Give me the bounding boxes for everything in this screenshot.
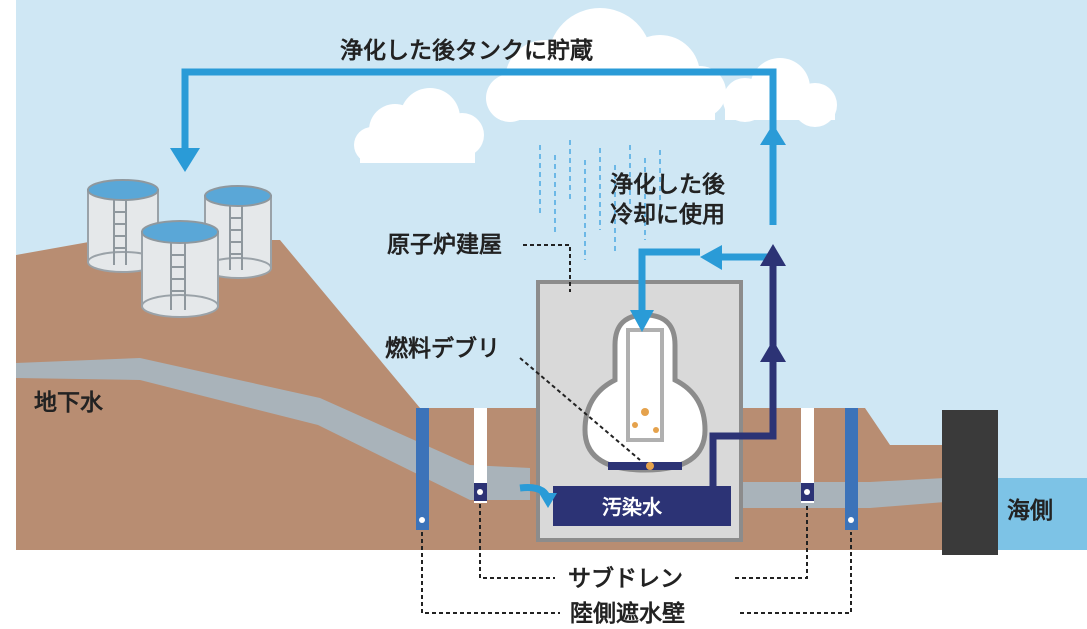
arrow-left-cooling <box>700 245 722 270</box>
arrow-up-1 <box>760 340 786 362</box>
contaminated-water-pool <box>553 486 731 526</box>
arrow-into-pool <box>539 493 557 508</box>
arrow-down-vessel <box>630 310 654 332</box>
subdrain-right <box>801 408 814 503</box>
purify-store-label: 浄化した後タンクに貯蔵 <box>340 37 593 64</box>
rain <box>539 140 661 260</box>
contaminated-arrowheads <box>760 244 786 362</box>
purify-cool-label-2: 冷却に使用 <box>610 201 725 228</box>
cloud-small-left <box>354 88 484 163</box>
purify-cool-label-1: 浄化した後 <box>610 171 726 198</box>
arrow-up-outlet <box>760 124 786 145</box>
cloud-large <box>486 8 726 122</box>
fuel-debris-label: 燃料デブリ <box>385 335 500 362</box>
ice-wall-left <box>416 408 429 530</box>
seawall <box>942 410 998 555</box>
reactor-vessel <box>582 312 708 473</box>
subdrain-left-dot <box>477 489 483 495</box>
leader-lines <box>421 244 852 614</box>
subdrain-right-dot <box>804 489 810 495</box>
arrow-down-tanks <box>170 148 200 172</box>
groundwater-label: 地下水 <box>34 390 104 416</box>
subdrain-left <box>474 408 487 503</box>
water-tanks <box>87 179 272 318</box>
sea-side-label: 海側 <box>1007 497 1053 524</box>
groundwater-stream <box>16 358 530 500</box>
ice-wall-right-dot <box>848 517 854 523</box>
purified-water-flow <box>181 68 777 502</box>
tank-back-right <box>204 185 272 279</box>
tank-front <box>141 220 219 318</box>
subdrain-label: サブドレン <box>568 565 683 592</box>
ice-wall-right <box>845 408 858 530</box>
ice-wall-left-dot <box>419 517 425 523</box>
ice-wall-label: 陸側遮水壁 <box>570 600 685 627</box>
groundwater-stream-right <box>735 478 945 508</box>
contaminated-water-label: 汚染水 <box>602 495 663 519</box>
arrow-up-2 <box>760 244 786 266</box>
reactor-building-label: 原子炉建屋 <box>387 231 502 258</box>
sea <box>998 478 1087 550</box>
purified-arrowheads <box>170 124 786 508</box>
